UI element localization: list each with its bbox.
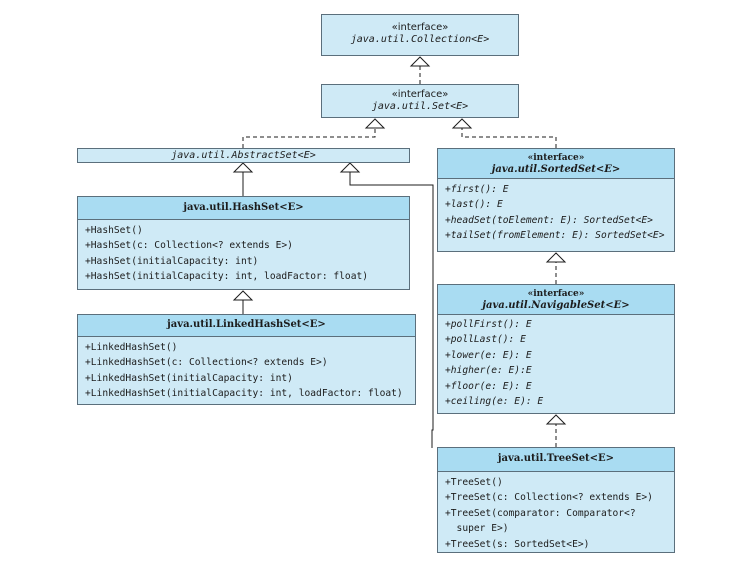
method-row: +TreeSet() [445, 477, 503, 488]
method-row: +floor(e: E): E [445, 380, 532, 392]
arrowhead-collection [409, 56, 431, 67]
sortedset-name: java.util.SortedSet<E> [491, 164, 621, 175]
sortedset-interface-box: «interface» java.util.SortedSet<E> +firs… [437, 148, 675, 252]
method-row: +lower(e: E): E [445, 349, 532, 361]
arrowhead-navigableset [545, 414, 567, 425]
collection-stereotype: «interface» [391, 22, 449, 33]
arrowhead-abstractset-left [232, 162, 254, 173]
method-row: +last(): E [445, 199, 503, 211]
method-row: +HashSet(c: Collection<? extends E>) [85, 240, 293, 252]
method-row: +first(): E [445, 184, 509, 195]
abstractset-class-box: java.util.AbstractSet<E> [77, 148, 410, 163]
method-row: super E>) [445, 523, 509, 535]
sortedset-stereotype: «interface» [527, 153, 585, 163]
arrowhead-sortedset [545, 252, 567, 263]
treeset-name: java.util.TreeSet<E> [497, 453, 615, 464]
arrowhead-abstractset-right [339, 162, 361, 173]
link-sortedset-set [461, 128, 557, 148]
linkedhashset-methods: +LinkedHashSet() +LinkedHashSet(c: Colle… [78, 337, 415, 402]
set-name: java.util.Set<E> [371, 101, 469, 112]
set-stereotype: «interface» [391, 89, 449, 100]
collection-name: java.util.Collection<E> [350, 34, 490, 45]
arrowhead-set-left [364, 118, 386, 129]
treeset-class-box: java.util.TreeSet<E> +TreeSet() +TreeSet… [437, 447, 675, 553]
method-row: +TreeSet(s: SortedSet<E>) [445, 538, 590, 550]
hashset-name: java.util.HashSet<E> [183, 202, 304, 213]
method-row: +pollFirst(): E [445, 319, 532, 330]
method-row: +tailSet(fromElement: E): SortedSet<E> [445, 230, 665, 242]
method-row: +ceiling(e: E): E [445, 396, 544, 408]
method-row: +TreeSet(c: Collection<? extends E>) [445, 492, 653, 504]
navigableset-methods: +pollFirst(): E +pollLast(): E +lower(e:… [438, 315, 674, 409]
method-row: +HashSet(initialCapacity: int, loadFacto… [85, 271, 369, 283]
navigableset-interface-box: «interface» java.util.NavigableSet<E> +p… [437, 284, 675, 414]
treeset-methods: +TreeSet() +TreeSet(c: Collection<? exte… [438, 472, 674, 552]
method-row: +HashSet(initialCapacity: int) [85, 255, 259, 267]
method-row: +TreeSet(comparator: Comparator<? [445, 507, 636, 519]
method-row: +pollLast(): E [445, 334, 526, 346]
method-row: +LinkedHashSet() [85, 342, 178, 353]
arrowhead-set-right [451, 118, 473, 129]
hashset-methods: +HashSet() +HashSet(c: Collection<? exte… [78, 220, 409, 285]
abstractset-name: java.util.AbstractSet<E> [171, 150, 316, 161]
set-interface-box: «interface» java.util.Set<E> [321, 84, 519, 118]
method-row: +headSet(toElement: E): SortedSet<E> [445, 214, 653, 226]
method-row: +LinkedHashSet(initialCapacity: int) [85, 372, 293, 384]
link-treeset-abstractset [349, 172, 434, 448]
method-row: +LinkedHashSet(c: Collection<? extends E… [85, 357, 328, 369]
method-row: +higher(e: E):E [445, 365, 532, 377]
linkedhashset-name: java.util.LinkedHashSet<E> [167, 319, 326, 330]
linkedhashset-class-box: java.util.LinkedHashSet<E> +LinkedHashSe… [77, 314, 416, 405]
method-row: +HashSet() [85, 225, 143, 236]
collection-interface-box: «interface» java.util.Collection<E> [321, 14, 519, 56]
method-row: +LinkedHashSet(initialCapacity: int, loa… [85, 388, 403, 400]
navigableset-stereotype: «interface» [527, 289, 585, 299]
hashset-class-box: java.util.HashSet<E> +HashSet() +HashSet… [77, 196, 410, 290]
navigableset-name: java.util.NavigableSet<E> [482, 300, 630, 311]
link-abstractset-set [242, 128, 376, 148]
sortedset-methods: +first(): E +last(): E +headSet(toElemen… [438, 179, 674, 244]
arrowhead-hashset [232, 290, 254, 301]
